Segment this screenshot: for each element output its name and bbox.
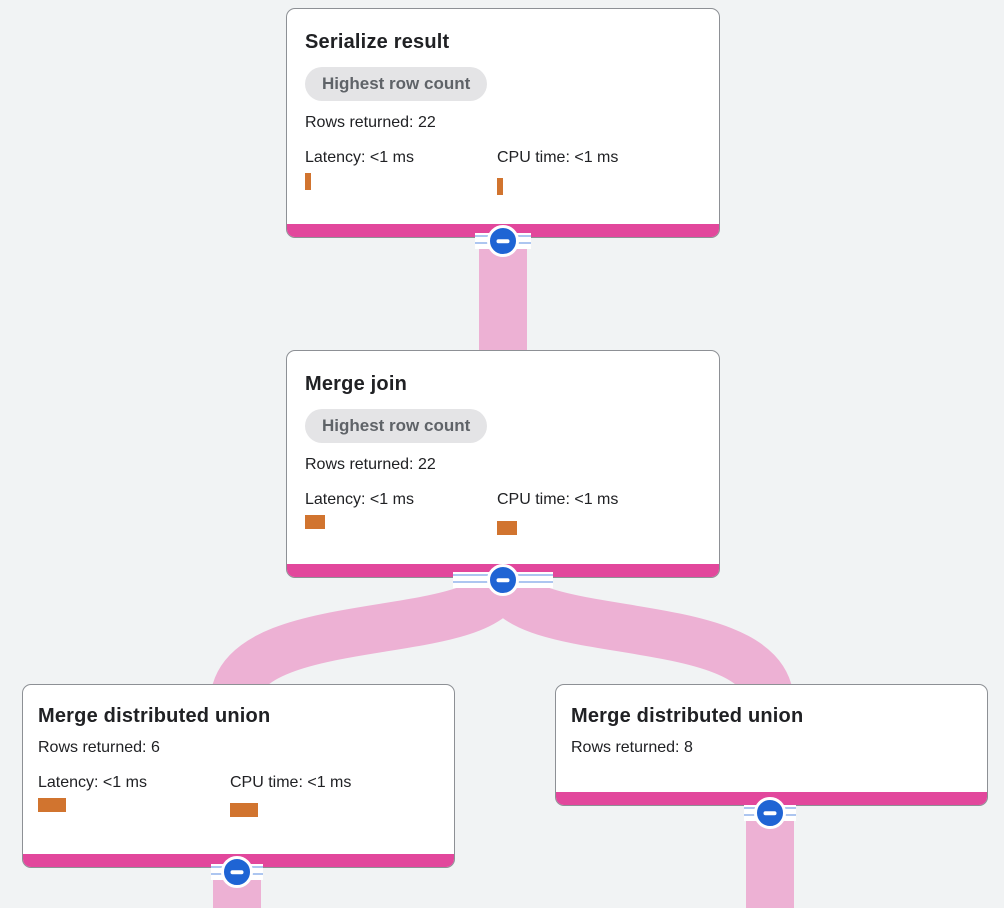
plan-node-merge-distributed-union-right[interactable]: Merge distributed union Rows returned: 8 [555, 684, 988, 806]
highest-row-count-badge: Highest row count [305, 67, 488, 101]
rows-returned-label: Rows returned: 6 [38, 739, 160, 756]
rows-returned-label: Rows returned: 8 [571, 739, 693, 756]
cpu-time-label: CPU time: <1 ms [230, 774, 352, 791]
metrics-row: Latency: <1 ms CPU time: <1 ms [305, 491, 701, 535]
node-title: Serialize result [305, 31, 450, 53]
cpu-time-bar [497, 178, 503, 195]
node-title: Merge distributed union [571, 705, 804, 727]
cpu-time-bar [497, 521, 517, 535]
latency-metric: Latency: <1 ms [305, 491, 497, 535]
node-title: Merge join [305, 373, 408, 395]
latency-bar [305, 515, 325, 529]
minus-icon [754, 797, 786, 829]
collapse-button-right-union[interactable] [744, 797, 796, 829]
plan-node-merge-distributed-union-left[interactable]: Merge distributed union Rows returned: 6… [22, 684, 455, 868]
latency-label: Latency: <1 ms [38, 774, 147, 791]
plan-node-merge-join[interactable]: Merge join Highest row count Rows return… [286, 350, 720, 578]
cpu-time-metric: CPU time: <1 ms [497, 149, 689, 195]
minus-icon [221, 856, 253, 888]
plan-node-serialize-result[interactable]: Serialize result Highest row count Rows … [286, 8, 720, 238]
latency-bar [38, 798, 66, 812]
latency-bar [305, 173, 311, 190]
cpu-time-metric: CPU time: <1 ms [230, 774, 422, 817]
rows-returned-label: Rows returned: 22 [305, 456, 436, 473]
collapse-button-merge-join[interactable] [453, 564, 553, 596]
metrics-row: Latency: <1 ms CPU time: <1 ms [305, 149, 701, 195]
collapse-button-left-union[interactable] [211, 856, 263, 888]
cpu-time-metric: CPU time: <1 ms [497, 491, 689, 535]
minus-icon [487, 225, 519, 257]
latency-metric: Latency: <1 ms [305, 149, 497, 195]
latency-label: Latency: <1 ms [305, 149, 414, 166]
rows-returned-label: Rows returned: 22 [305, 114, 436, 131]
metrics-row: Latency: <1 ms CPU time: <1 ms [38, 774, 439, 817]
node-title: Merge distributed union [38, 705, 271, 727]
minus-icon [487, 564, 519, 596]
cpu-time-label: CPU time: <1 ms [497, 149, 619, 166]
cpu-time-label: CPU time: <1 ms [497, 491, 619, 508]
latency-metric: Latency: <1 ms [38, 774, 230, 817]
collapse-button-serialize-result[interactable] [475, 225, 531, 257]
cpu-time-bar [230, 803, 258, 817]
link-mergejoin-to-right-union [479, 570, 794, 707]
latency-label: Latency: <1 ms [305, 491, 414, 508]
highest-row-count-badge: Highest row count [305, 409, 488, 443]
